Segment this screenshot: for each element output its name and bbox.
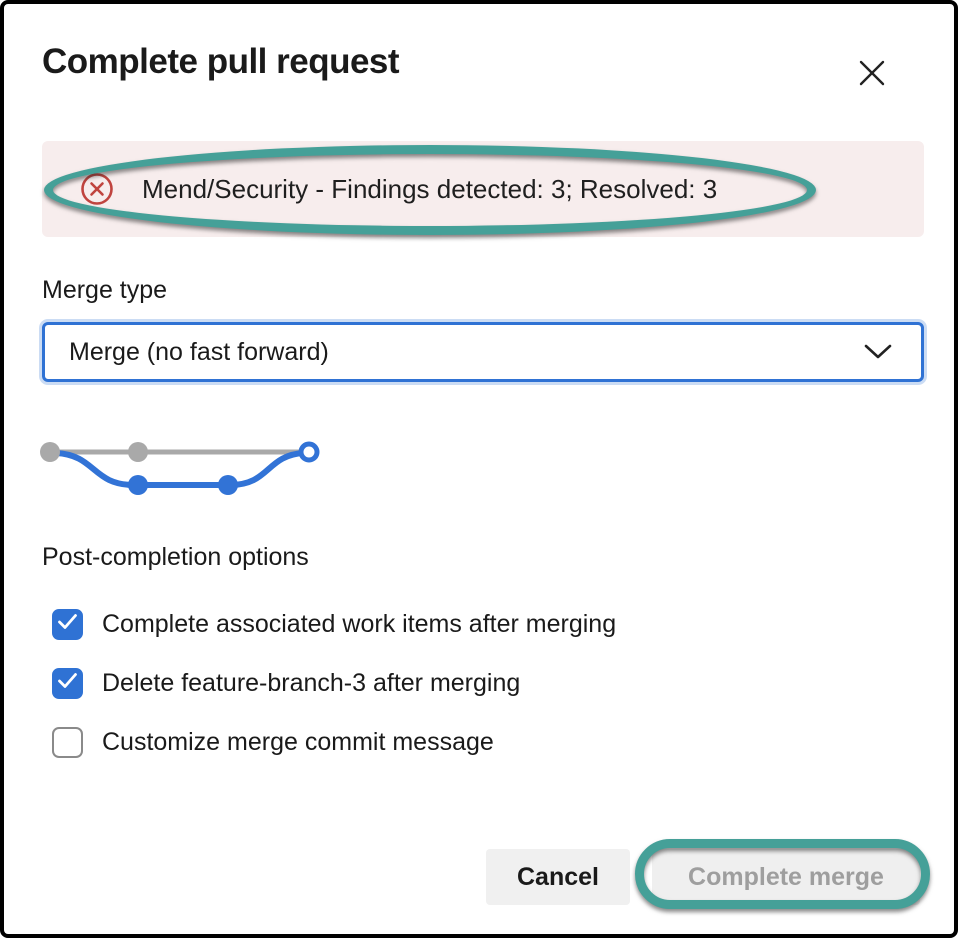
security-alert-banner: Mend/Security - Findings detected: 3; Re… [42,141,924,237]
check-icon [57,672,78,694]
option-customize-commit-message[interactable]: Customize merge commit message [52,725,494,759]
option-complete-work-items[interactable]: Complete associated work items after mer… [52,607,616,641]
error-circle-x-icon [80,172,114,206]
option-label: Complete associated work items after mer… [102,609,617,638]
option-label: Delete feature-branch-3 after merging [102,668,521,697]
merge-type-selected-value: Merge (no fast forward) [69,337,329,366]
check-icon [57,613,78,635]
option-label: Customize merge commit message [102,727,494,756]
chevron-down-icon [863,343,893,361]
post-completion-options-label: Post-completion options [42,543,309,571]
option-delete-branch[interactable]: Delete feature-branch-3 after merging [52,666,520,700]
checkbox-customize-commit-message[interactable] [52,726,83,758]
close-button[interactable] [850,52,894,96]
dialog-title: Complete pull request [42,42,400,81]
merge-no-fast-forward-diagram [32,426,332,504]
merge-type-label: Merge type [42,276,168,304]
cancel-button[interactable]: Cancel [486,849,630,905]
close-icon [857,58,887,91]
alert-message: Mend/Security - Findings detected: 3; Re… [142,173,718,204]
merge-type-dropdown[interactable]: Merge (no fast forward) [42,322,924,382]
checkbox-complete-work-items[interactable] [52,608,83,640]
checkbox-delete-branch[interactable] [52,667,83,699]
complete-merge-button[interactable]: Complete merge [652,849,920,905]
